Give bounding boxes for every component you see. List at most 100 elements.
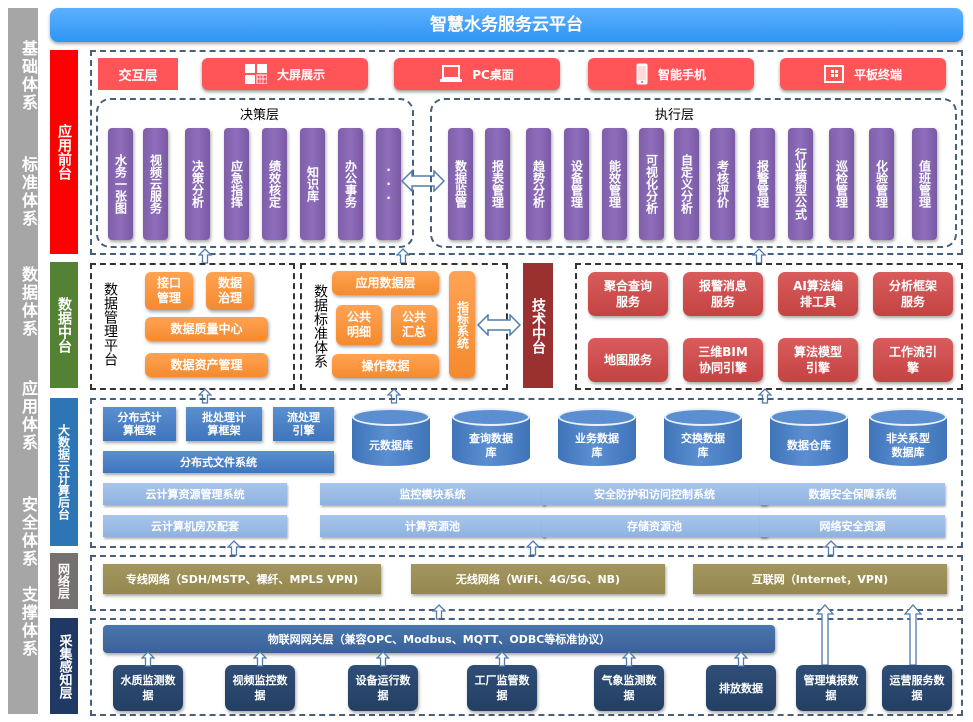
execution-item[interactable]: 巡检管理 [829,128,854,240]
interaction-item-phone[interactable]: 智能手机 [588,58,754,90]
execution-item[interactable]: 值班管理 [912,128,937,240]
sensing-data-source-label: 水质监测数据 [120,674,176,702]
up-arrow-icon [376,651,390,667]
tech-service[interactable]: 报警消息服务 [683,272,763,316]
sensing-data-source[interactable]: 排放数据 [706,665,776,711]
decision-item[interactable]: ··· [376,128,401,240]
bigdata-dfs[interactable]: 分布式文件系统 [103,451,334,473]
data-mgmt-item[interactable]: 数据质量中心 [145,317,268,341]
execution-item[interactable]: 能效管理 [602,128,627,240]
bigdata-framework[interactable]: 批处理计算框架 [186,407,262,441]
interaction-item-pc[interactable]: PC桌面 [394,58,560,90]
tech-service[interactable]: 算法模型引擎 [778,338,858,382]
layer-label-bigdata: 大数据云计算后台 [50,398,78,546]
bigdata-resource[interactable]: 计算资源池 [320,515,545,537]
network-item[interactable]: 互联网（Internet，VPN) [693,564,947,594]
decision-item-label: 决策分析 [190,160,205,208]
data-mgmt-item[interactable]: 数据资产管理 [145,353,268,377]
data-std-public-detail[interactable]: 公共明细 [336,305,382,345]
long-up-arrow-icon [815,604,835,666]
tech-service[interactable]: 分析框架服务 [873,272,953,316]
database-top [664,408,742,426]
decision-item[interactable]: 知识库 [300,128,325,240]
data-std-indicator[interactable]: 指标系统 [449,271,475,378]
up-arrow-icon [622,651,636,667]
interaction-item-big-screen[interactable]: 大屏展示 [202,58,368,90]
decision-item[interactable]: 绩效核定 [262,128,287,240]
tech-service[interactable]: 地图服务 [588,338,668,382]
execution-item[interactable]: 趋势分析 [526,128,551,240]
database-cylinder[interactable]: 元数据库 [352,408,430,474]
bigdata-resource[interactable]: 云计算机房及配套 [103,515,287,537]
bigdata-mgmt-system[interactable]: 数据安全保障系统 [760,483,945,505]
decision-item[interactable]: 应急指挥 [224,128,249,240]
tech-service-label: 聚合查询服务 [603,279,652,309]
tech-service[interactable]: 三维BIM协同引擎 [683,338,763,382]
database-cylinder[interactable]: 交换数据库 [664,408,742,474]
tech-service[interactable]: 工作流引擎 [873,338,953,382]
database-cylinder[interactable]: 非关系型数据库 [869,408,947,474]
up-arrow-icon [495,651,509,667]
interaction-item-label: 智能手机 [657,67,706,82]
tech-service[interactable]: 聚合查询服务 [588,272,668,316]
network-item[interactable]: 专线网络（SDH/MSTP、裸纤、MPLS VPN) [103,564,381,594]
execution-item[interactable]: 报表管理 [485,128,510,240]
up-arrow-icon [734,651,748,667]
data-std-operation[interactable]: 操作数据 [332,354,439,378]
execution-item-label: 自定义分析 [679,154,694,214]
sensing-data-source[interactable]: 视频监控数据 [225,665,295,711]
execution-item[interactable]: 化验管理 [869,128,894,240]
database-label: 查询数据库 [469,432,513,459]
up-arrow-icon [198,248,212,264]
interaction-item-tablet[interactable]: 平板终端 [780,58,946,90]
execution-item-label: 报表管理 [490,160,505,208]
execution-item-label: 报警管理 [755,160,770,208]
decision-item[interactable]: 视频云服务 [143,128,168,240]
bigdata-framework[interactable]: 流处理引擎 [273,407,334,441]
up-arrow-icon [141,651,155,667]
sensing-data-source[interactable]: 工厂监管数据 [467,665,537,711]
database-cylinder[interactable]: 数据仓库 [770,408,848,474]
execution-item[interactable]: 数据监管 [448,128,473,240]
execution-item-label: 巡检管理 [834,160,849,208]
tech-service-label: 三维BIM协同引擎 [698,345,748,375]
execution-item[interactable]: 可视化分析 [639,128,664,240]
network-item[interactable]: 无线网络（WiFi、4G/5G、NB) [411,564,665,594]
bigdata-mgmt-system[interactable]: 云计算资源管理系统 [103,483,287,505]
database-cylinder[interactable]: 业务数据库 [558,408,636,474]
tech-center-label: 技术中台 [523,263,553,388]
execution-item-label: 趋势分析 [531,160,546,208]
database-cylinder[interactable]: 查询数据库 [452,408,530,474]
up-arrow-icon [824,540,838,556]
sensing-data-source[interactable]: 气象监测数据 [594,665,664,711]
data-mgmt-item[interactable]: 数据治理 [206,272,254,310]
execution-item[interactable]: 报警管理 [750,128,775,240]
execution-item[interactable]: 自定义分析 [674,128,699,240]
tech-service[interactable]: AI算法编排工具 [778,272,858,316]
execution-item[interactable]: 设备管理 [564,128,589,240]
bigdata-framework[interactable]: 分布式计算框架 [103,407,176,441]
data-std-app-layer[interactable]: 应用数据层 [332,271,439,295]
up-arrow-icon [387,388,401,404]
execution-item[interactable]: 行业模型公式 [788,128,813,240]
sensing-data-source[interactable]: 管理填报数据 [796,665,866,711]
iot-gateway-layer[interactable]: 物联网网关层（兼容OPC、Modbus、MQTT、ODBC等标准协议） [103,625,775,653]
decision-item[interactable]: 办公事务 [338,128,363,240]
bigdata-resource[interactable]: 存储资源池 [542,515,767,537]
bigdata-mgmt-system[interactable]: 监控模块系统 [320,483,545,505]
bigdata-resource[interactable]: 网络安全资源 [760,515,945,537]
sensing-data-source-label: 排放数据 [719,681,763,695]
decision-item-label: 视频云服务 [148,154,163,214]
sensing-data-source[interactable]: 水质监测数据 [113,665,183,711]
data-mgmt-item[interactable]: 接口管理 [145,272,193,310]
bigdata-mgmt-system[interactable]: 安全防护和访问控制系统 [542,483,767,505]
decision-item[interactable]: 水务一张图 [108,128,133,240]
tablet-icon [823,65,844,83]
sensing-data-source[interactable]: 运营服务数据 [882,665,952,711]
database-label-wrap: 交换数据库 [664,426,742,466]
decision-item[interactable]: 决策分析 [185,128,210,240]
layer-label-data-center: 数据中台 [50,262,78,388]
data-std-public-summary[interactable]: 公共汇总 [391,305,437,345]
sensing-data-source[interactable]: 设备运行数据 [348,665,418,711]
execution-item[interactable]: 考核评价 [710,128,735,240]
